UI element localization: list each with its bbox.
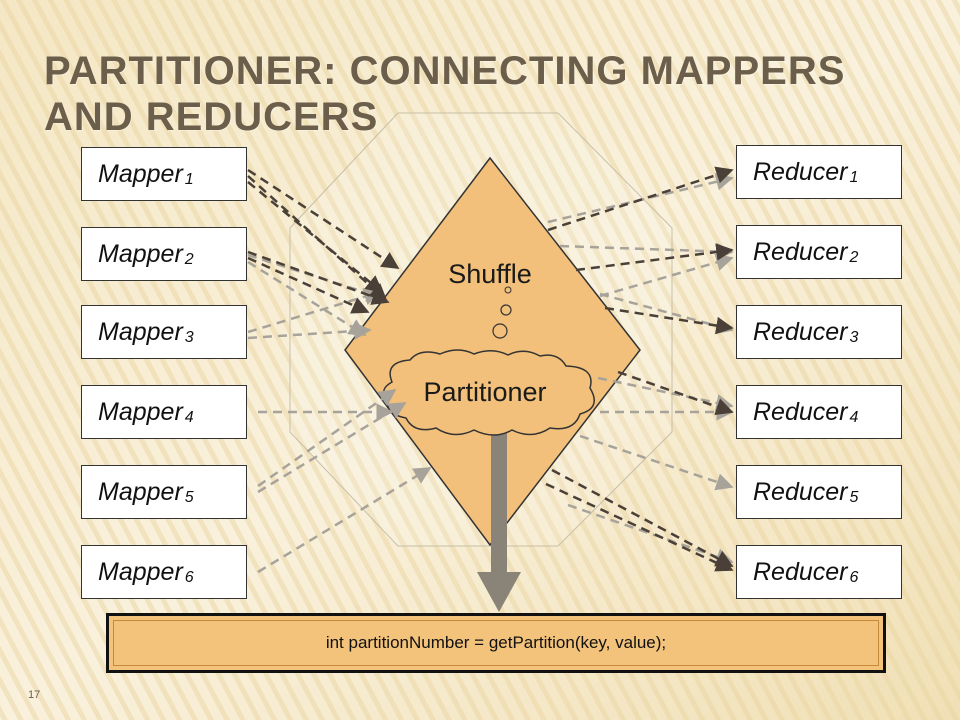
arrows-dark	[247, 166, 734, 572]
reducer-index: 2	[849, 249, 859, 266]
arrow-m2-light-b	[247, 260, 367, 337]
arrow-m3-light-b	[247, 322, 372, 340]
mapper-label: Mapper	[98, 477, 183, 506]
down-arrow-head	[477, 572, 521, 612]
arrow-to-r1-dark	[547, 166, 734, 232]
partitioner-label: Partitioner	[423, 377, 546, 407]
mapper-index: 6	[184, 569, 194, 586]
mapper-label: Mapper	[98, 397, 183, 426]
arrow-m2-to-shuffle-b	[247, 250, 390, 305]
reducer-label: Reducer	[753, 237, 848, 266]
reducer-index: 4	[849, 409, 859, 426]
arrow-m5-light-a	[257, 401, 407, 494]
reducer-label: Reducer	[753, 557, 848, 586]
arrow-m2-to-shuffle-a	[247, 256, 370, 314]
mapper-index: 2	[184, 251, 194, 268]
mapper-index: 4	[184, 409, 194, 426]
mapper-index: 3	[184, 329, 194, 346]
arrow-to-r3-dark	[604, 306, 734, 335]
mapper-label: Mapper	[98, 239, 183, 268]
thought-bubble-small	[504, 286, 512, 294]
arrow-to-r6-dark-a	[551, 468, 734, 568]
arrow-m1-to-shuffle-b	[247, 175, 388, 302]
arrow-to-r4-dark	[617, 370, 734, 416]
arrow-to-r6-dark-b	[545, 482, 734, 572]
arrow-m3-light-a	[247, 288, 382, 334]
arrow-to-r4-light-a	[597, 376, 734, 412]
arrow-to-r2-light-a	[559, 242, 734, 261]
reducer-label: Reducer	[753, 477, 848, 506]
mapper-label: Mapper	[98, 317, 183, 346]
arrow-to-r2-dark	[575, 243, 734, 272]
arrow-to-r2-light-b	[599, 253, 734, 298]
slide-title: Partitioner: Connecting Mappers and Redu…	[44, 49, 846, 139]
down-arrow-shaft	[491, 425, 507, 572]
shuffle-label: Shuffle	[448, 259, 532, 289]
reducer-index: 3	[849, 329, 859, 346]
reducer-label: Reducer	[753, 157, 848, 186]
arrow-to-r5-light	[579, 434, 734, 491]
reducer-label: Reducer	[753, 397, 848, 426]
reducer-index: 6	[849, 569, 859, 586]
arrow-m6-light	[257, 466, 432, 574]
reducer-label: Reducer	[753, 317, 848, 346]
thought-bubble-medium	[500, 304, 512, 316]
arrow-m5-light-b	[257, 388, 397, 488]
page-number: 17	[28, 689, 41, 701]
mapper-label: Mapper	[98, 557, 183, 586]
reducer-index: 5	[849, 489, 859, 506]
code-snippet-box: int partitionNumber = getPartition(key, …	[106, 613, 886, 673]
thought-bubble-large	[492, 323, 508, 339]
mapper-index: 1	[184, 171, 194, 188]
reducer-index: 1	[849, 169, 859, 186]
arrow-m2-light-a	[247, 253, 385, 302]
arrow-to-r6-light	[567, 503, 734, 566]
arrows-light	[247, 173, 734, 574]
mapper-label: Mapper	[98, 159, 183, 188]
code-snippet-text: int partitionNumber = getPartition(key, …	[325, 633, 667, 652]
partitioner-cloud	[383, 349, 595, 436]
arrow-to-r3-light	[599, 292, 734, 335]
mapper-index: 5	[184, 489, 194, 506]
